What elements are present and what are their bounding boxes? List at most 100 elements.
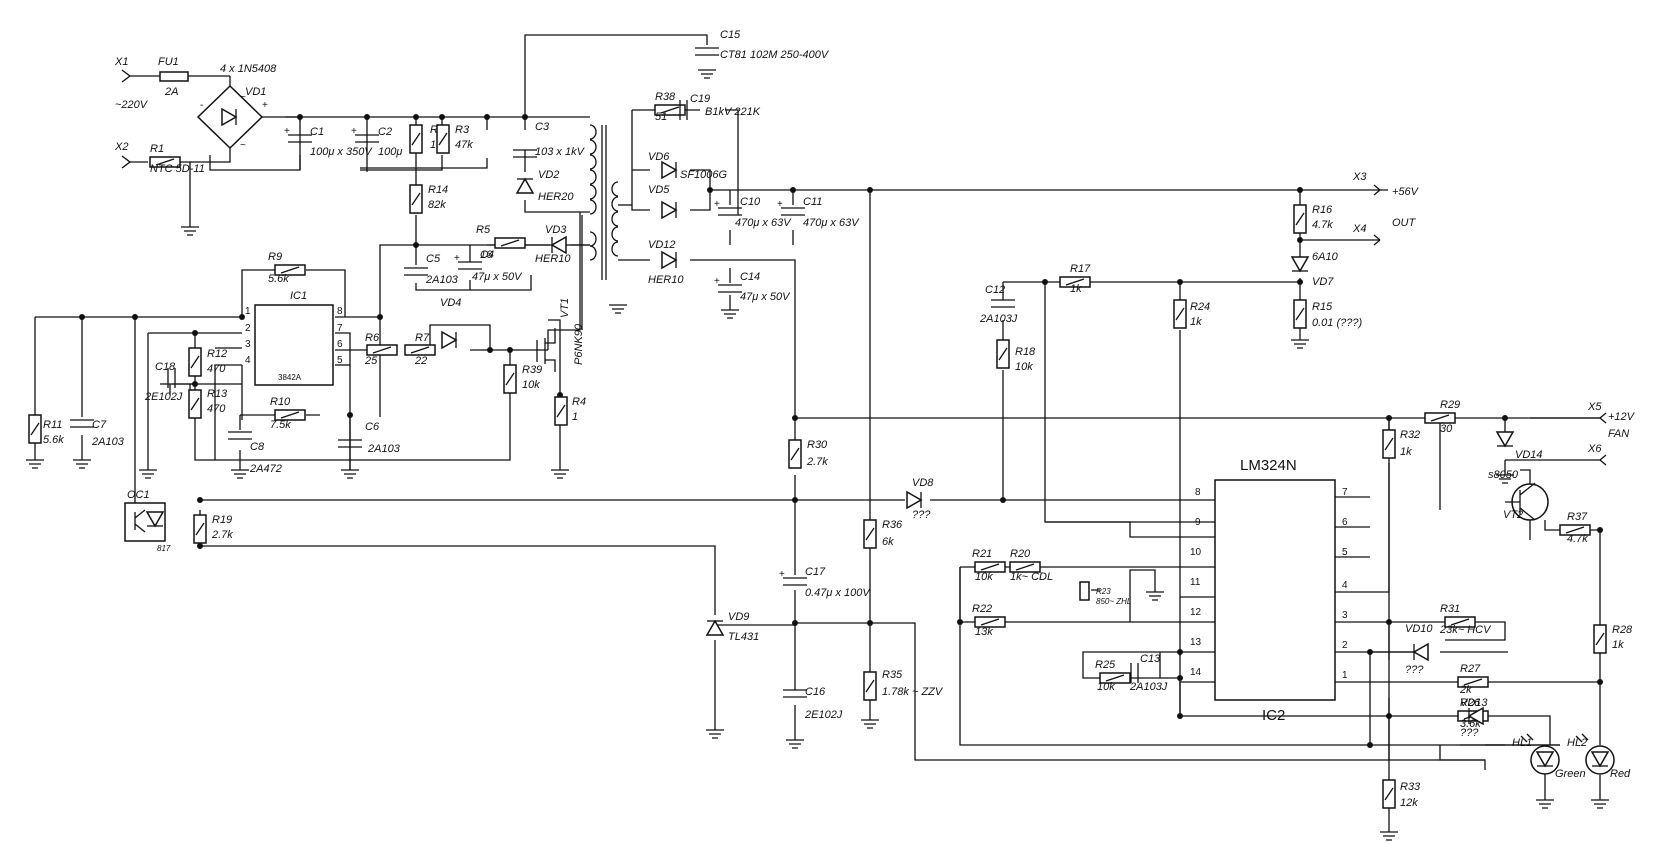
resistor-ref: R38 <box>655 91 676 103</box>
svg-text:+: + <box>779 569 785 580</box>
ground-symbol <box>341 469 359 479</box>
svg-text:+: + <box>262 100 268 111</box>
ground-symbol <box>551 469 569 479</box>
svg-text:+: + <box>777 199 783 210</box>
svg-text:~: ~ <box>240 92 246 103</box>
resistor-value: 30 <box>1440 423 1453 435</box>
resistor-value: 2.7k <box>806 456 828 468</box>
resistor-value: 0.01 (???) <box>1312 317 1362 329</box>
svg-text:1: 1 <box>1342 670 1348 681</box>
resistor-ref: R16 <box>1312 204 1333 216</box>
ground-symbol <box>721 309 739 319</box>
capacitor-value: 47μ x 50V <box>472 271 523 283</box>
resistor-value: 4.7k <box>1312 219 1333 231</box>
diode-vd13: VD13??? <box>1460 697 1488 739</box>
capacitor-ref: C6 <box>365 421 380 433</box>
resistor-value: 1k~ CDL <box>1010 571 1053 583</box>
svg-text:7: 7 <box>337 323 343 334</box>
svg-text:X1: X1 <box>114 56 128 68</box>
bridge-ref: VD1 <box>245 86 266 98</box>
regulator-ref: VD9 <box>728 611 749 623</box>
resistor-value: 51 <box>655 111 667 123</box>
capacitor-ref: C5 <box>426 253 441 265</box>
diode-value: HER20 <box>538 191 574 203</box>
bridge-vd1: VD14 x 1N5408+-~~ <box>196 63 277 151</box>
capacitor-c6: C6 2A103 <box>338 421 401 455</box>
svg-text:FAN: FAN <box>1608 428 1629 440</box>
optocoupler-value: 817 <box>157 544 171 553</box>
diode-ref: VD14 <box>1515 449 1543 461</box>
resistor-ref: R39 <box>522 364 542 376</box>
resistor-r30: R30 2.7k <box>788 439 828 469</box>
ground-symbol <box>1146 591 1164 601</box>
ground-symbol <box>698 69 716 79</box>
diode-ref: VD10 <box>1405 623 1433 635</box>
resistor-value: 2k <box>1459 684 1472 696</box>
resistor-value: 1 <box>572 411 578 423</box>
svg-text:+: + <box>284 126 290 137</box>
diode-value: HER10 <box>535 253 571 265</box>
ground-symbol <box>1291 339 1309 349</box>
diode-ref: VD2 <box>538 169 559 181</box>
diode-ref: VD8 <box>912 477 934 489</box>
diode-value: ??? <box>912 509 931 521</box>
svg-text:+: + <box>351 126 357 137</box>
resistor-value: 5.6k <box>43 434 64 446</box>
svg-text:+12V: +12V <box>1608 411 1636 423</box>
fuse-ref: FU1 <box>158 56 179 68</box>
svg-text:LM324N: LM324N <box>1240 457 1297 474</box>
resistor-ref: R3 <box>455 124 470 136</box>
resistor-value: 1k <box>1612 639 1624 651</box>
resistor-ref: R31 <box>1440 603 1460 615</box>
svg-text:+: + <box>454 253 460 264</box>
capacitor-value: 100μ <box>378 146 402 158</box>
led-ref: HL1 <box>1512 737 1532 749</box>
resistor-ref: R36 <box>882 519 903 531</box>
svg-text:2: 2 <box>1342 640 1348 651</box>
svg-text:4: 4 <box>245 355 251 366</box>
resistor-ref: R5 <box>476 224 491 236</box>
capacitor-value: 2A103 <box>91 436 125 448</box>
resistor-ref: R30 <box>807 439 828 451</box>
resistor-value: 6k <box>882 536 894 548</box>
resistor-ref: R29 <box>1440 399 1460 411</box>
resistor-value: 7.5k <box>270 419 291 431</box>
resistor-ref: R12 <box>207 348 227 360</box>
resistor-value: 16 <box>480 249 493 261</box>
capacitor-value: 2A103 <box>367 443 401 455</box>
svg-text:4: 4 <box>1342 580 1348 591</box>
svg-text:~220V: ~220V <box>115 99 149 111</box>
resistor-r38: R38 51 <box>654 91 686 123</box>
resistor-value: 13k <box>975 626 993 638</box>
optocoupler-oc1: OC1 817 <box>124 489 171 553</box>
capacitor-ref: C15 <box>720 29 741 41</box>
capacitor-ref: C12 <box>985 284 1005 296</box>
ground-symbol <box>1591 799 1609 809</box>
diode-ref: VD5 <box>648 184 670 196</box>
optocoupler-ref: OC1 <box>127 489 150 501</box>
ground-symbol <box>181 226 199 236</box>
resistor-ref: R6 <box>365 332 380 344</box>
junctions <box>79 114 1603 748</box>
